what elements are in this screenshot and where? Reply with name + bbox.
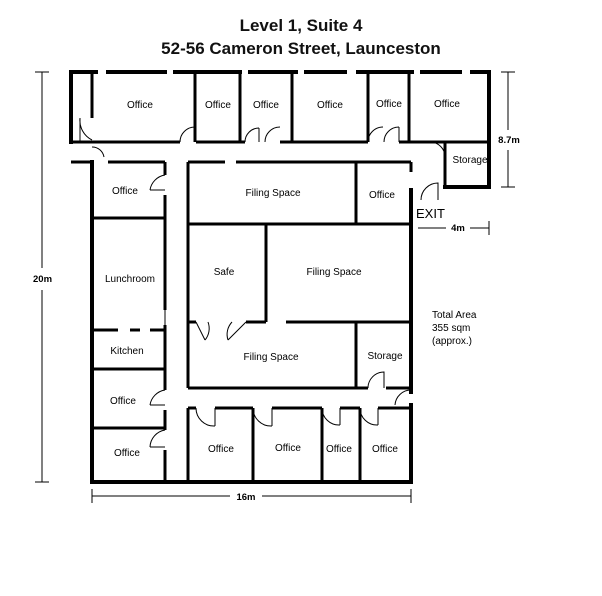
room-label-filing-space: Filing Space: [245, 188, 300, 199]
door-swings: [79, 117, 446, 448]
dimension-width: 16m: [236, 492, 255, 503]
room-label-office: Office: [112, 186, 138, 197]
total-area-note: Total Area 355 sqm (approx.): [432, 309, 476, 348]
room-label-office: Office: [127, 100, 153, 111]
room-label-office: Office: [326, 444, 352, 455]
plan-address: 52-56 Cameron Street, Launceston: [161, 39, 441, 58]
room-label-filing-space: Filing Space: [243, 352, 298, 363]
room-label-storage: Storage: [452, 155, 487, 166]
room-label-office: Office: [208, 444, 234, 455]
room-label-office: Office: [253, 100, 279, 111]
room-label-filing-space: Filing Space: [306, 267, 361, 278]
total-area-qualifier: (approx.): [432, 336, 473, 347]
dimension-exit-width: 4m: [451, 223, 465, 234]
dimension-height: 20m: [33, 274, 52, 285]
room-label-office: Office: [114, 448, 140, 459]
interior-walls: [71, 72, 489, 482]
exit-label: EXIT: [416, 206, 445, 221]
room-label-storage: Storage: [367, 351, 402, 362]
room-label-office: Office: [372, 444, 398, 455]
total-area-label: Total Area: [432, 310, 477, 321]
room-label-lunchroom: Lunchroom: [105, 274, 155, 285]
room-label-safe: Safe: [214, 267, 235, 278]
room-label-office: Office: [110, 396, 136, 407]
room-label-office: Office: [275, 443, 301, 454]
total-area-value: 355 sqm: [432, 323, 471, 334]
room-label-office: Office: [317, 100, 343, 111]
room-label-office: Office: [369, 190, 395, 201]
dimension-top-depth: 8.7m: [498, 135, 520, 146]
room-label-office: Office: [205, 100, 231, 111]
plan-title: Level 1, Suite 4: [239, 16, 363, 35]
door-arc: [179, 126, 196, 143]
room-label-kitchen: Kitchen: [110, 346, 143, 357]
room-label-office: Office: [434, 99, 460, 110]
dimension-lines: [35, 71, 515, 503]
room-label-office: Office: [376, 99, 402, 110]
